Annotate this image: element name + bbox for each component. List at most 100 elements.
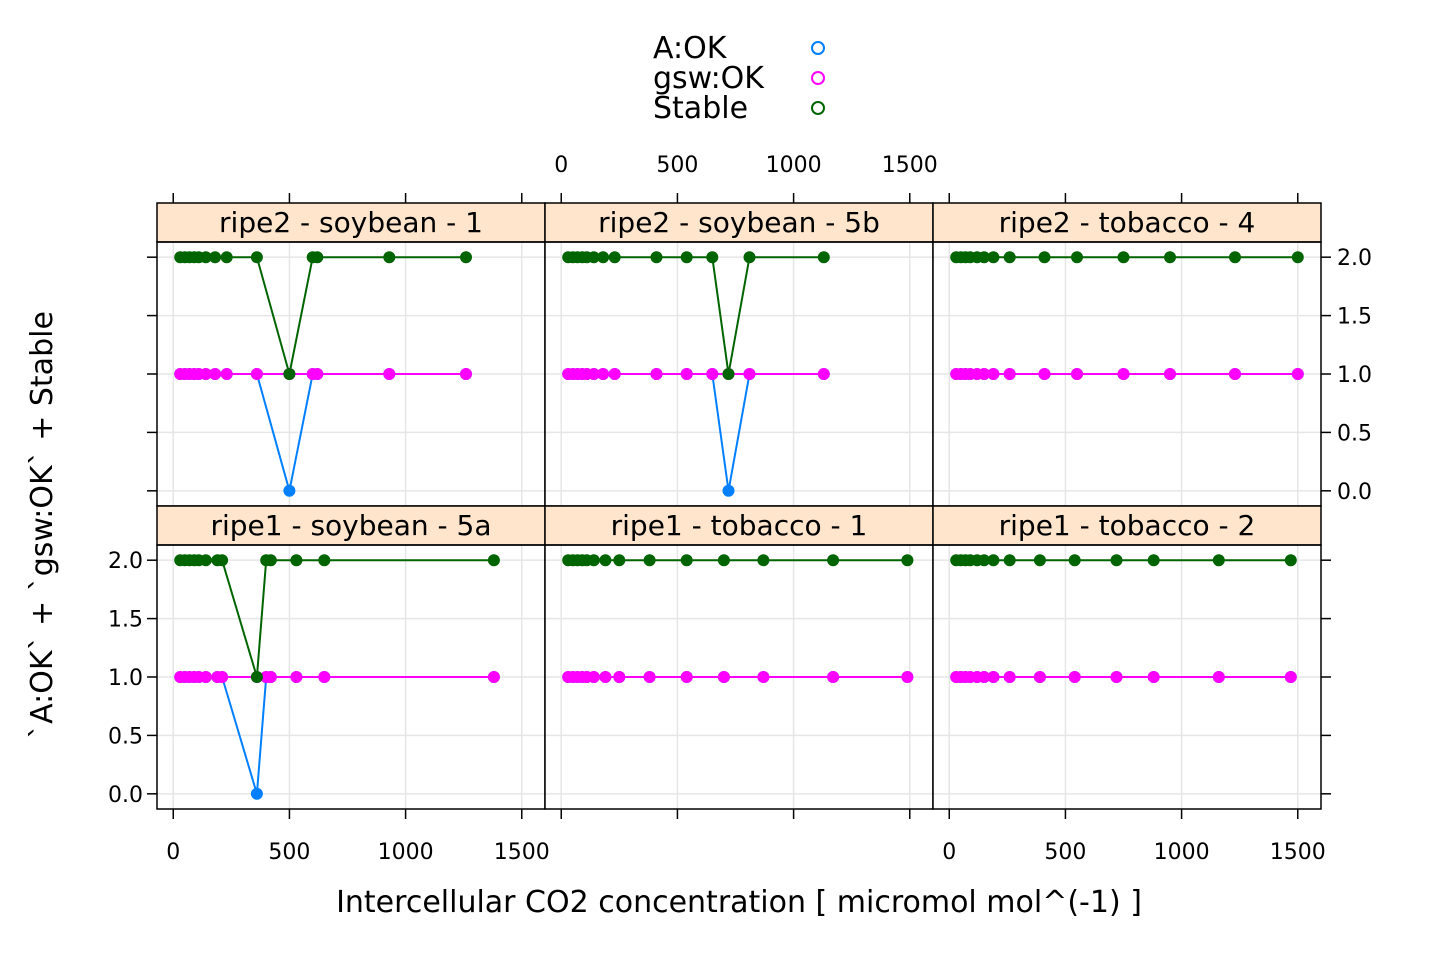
legend-label-aok: A:OK (653, 31, 728, 66)
data-point-gswok (643, 671, 656, 683)
data-point-gswok (650, 368, 663, 380)
data-point-gswok (608, 368, 621, 380)
panel-strip-label: ripe1 - tobacco - 2 (999, 509, 1256, 542)
x-tick-label-bottom: 0 (942, 840, 956, 865)
data-point-stable (264, 554, 277, 567)
data-point-gswok (1147, 671, 1160, 683)
x-tick-label-bottom: 500 (268, 840, 310, 865)
y-tick-label-right: 2.0 (1337, 246, 1372, 271)
data-point-gswok (383, 368, 396, 380)
data-point-stable (199, 251, 212, 264)
data-point-stable (643, 554, 656, 567)
data-point-gswok (199, 671, 212, 683)
x-tick-label-bottom: 0 (166, 840, 180, 865)
x-axis-label: Intercellular CO2 concentration [ microm… (336, 885, 1142, 920)
y-tick-label-left: 0.0 (108, 783, 143, 808)
data-point-gswok (460, 368, 472, 380)
data-point-gswok (318, 671, 331, 683)
panel-strip (544, 505, 934, 546)
data-point-stable (978, 554, 991, 567)
data-point-gswok (1003, 671, 1016, 683)
data-point-stable (1003, 554, 1016, 567)
data-point-gswok (311, 368, 324, 380)
data-point-gswok (199, 368, 212, 380)
data-point-gswok (597, 368, 610, 380)
data-point-stable (283, 368, 296, 380)
x-tick-label-top: 500 (656, 153, 698, 178)
data-point-stable (987, 554, 1000, 567)
panel-strip (932, 505, 1322, 546)
panel-4: ripe1 - tobacco - 1 (544, 505, 934, 810)
y-tick-label-left: 0.5 (108, 724, 143, 749)
data-point-stable (460, 251, 472, 264)
data-point-gswok (680, 671, 693, 683)
data-point-stable (680, 554, 693, 567)
y-tick-label-left: 1.0 (108, 666, 143, 691)
y-tick-label-right: 0.5 (1337, 421, 1372, 446)
x-tick-label-bottom: 1500 (1270, 840, 1326, 865)
data-point-stable (1033, 554, 1046, 567)
data-point-gswok (827, 671, 840, 683)
data-point-stable (1284, 554, 1297, 567)
panel-strip-label: ripe1 - tobacco - 1 (611, 509, 868, 542)
data-point-gswok (1068, 671, 1081, 683)
data-point-gswok (209, 368, 222, 380)
data-point-stable (1071, 251, 1083, 264)
data-point-stable (597, 251, 610, 264)
data-point-stable (199, 554, 212, 567)
y-tick-label-left: 1.5 (108, 608, 143, 633)
panel-1: ripe2 - soybean - 5b (544, 202, 934, 507)
data-point-gswok (1284, 671, 1297, 683)
data-point-gswok (1117, 368, 1130, 380)
data-point-stable (1291, 251, 1304, 264)
y-tick-label-left: 2.0 (108, 549, 143, 574)
data-point-gswok (757, 671, 770, 683)
data-point-gswok (1229, 368, 1241, 380)
data-point-gswok (743, 368, 756, 380)
data-point-gswok (987, 671, 1000, 683)
x-tick-label-bottom: 500 (1044, 840, 1086, 865)
data-point-stable (487, 554, 500, 567)
data-point-stable (250, 251, 263, 264)
data-point-stable (216, 554, 229, 567)
panel-strip (156, 202, 546, 243)
panel-strip-label: ripe1 - soybean - 5a (210, 509, 491, 542)
data-point-aok (250, 787, 263, 800)
data-point-stable (290, 554, 303, 567)
data-point-gswok (978, 671, 991, 683)
data-point-stable (587, 251, 600, 264)
data-point-stable (1212, 554, 1225, 567)
panel-strip (932, 202, 1322, 243)
x-tick-label-bottom: 1000 (1154, 840, 1210, 865)
data-point-stable (1147, 554, 1160, 567)
panel-5: ripe1 - tobacco - 2 (932, 505, 1322, 810)
data-point-gswok (290, 671, 303, 683)
panel-3: ripe1 - soybean - 5a (156, 505, 546, 810)
data-point-stable (717, 554, 730, 567)
data-point-gswok (216, 671, 229, 683)
data-point-stable (987, 251, 1000, 264)
panel-strip (156, 505, 546, 546)
panel-0: ripe2 - soybean - 1 (156, 202, 546, 507)
data-point-gswok (264, 671, 277, 683)
data-point-stable (311, 251, 324, 264)
data-point-stable (901, 554, 914, 567)
data-point-stable (318, 554, 331, 567)
data-point-gswok (1164, 368, 1176, 380)
data-point-stable (1110, 554, 1123, 567)
data-point-stable (1229, 251, 1241, 264)
legend-marker-stable (811, 101, 825, 115)
data-point-stable (220, 251, 233, 264)
legend-marker-gswok (811, 71, 825, 85)
x-tick-label-top: 1500 (882, 153, 938, 178)
data-point-gswok (220, 368, 233, 380)
data-point-gswok (1038, 368, 1051, 380)
data-point-gswok (1033, 671, 1046, 683)
data-point-stable (209, 251, 222, 264)
data-point-stable (250, 671, 263, 683)
data-point-stable (1068, 554, 1081, 567)
data-point-gswok (987, 368, 1000, 380)
data-point-stable (827, 554, 840, 567)
